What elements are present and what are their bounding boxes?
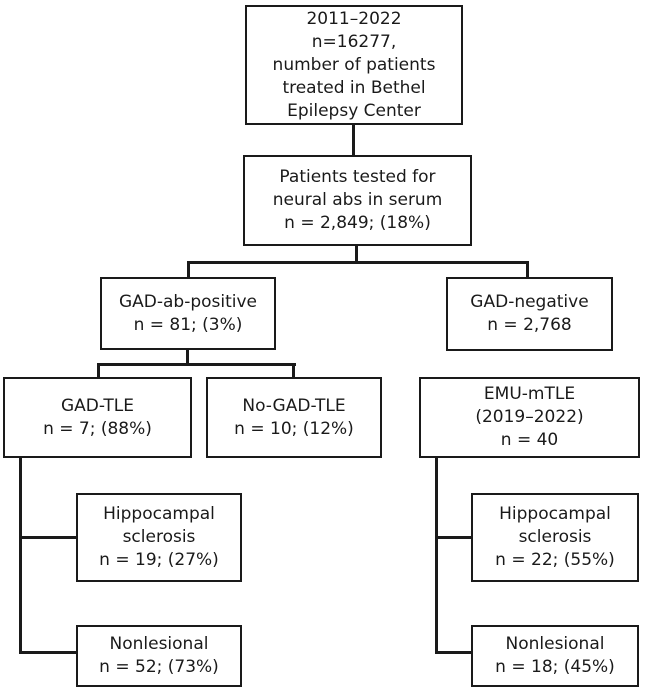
connector-emu-mtle-elbow-vertical	[435, 458, 438, 654]
node-line: sclerosis	[122, 527, 196, 547]
node-line: Epilepsy Center	[287, 100, 421, 121]
connector-split1-to-gad-negative	[526, 261, 529, 277]
node-line: number of patients	[272, 54, 436, 75]
node-line: Nonlesional	[505, 634, 605, 654]
node-line: n = 18; (45%)	[495, 657, 615, 677]
node-line: n = 40	[500, 430, 559, 450]
node-line: n = 52; (73%)	[99, 657, 219, 677]
node-line: EMU-mTLE	[483, 384, 576, 404]
node-tested-for-neural-abs: Patients tested for neural abs in serum …	[243, 155, 472, 246]
node-line: n=16277,	[311, 31, 397, 52]
node-no-gad-tle: No-GAD-TLE n = 10; (12%)	[206, 377, 382, 458]
node-line: (2019–2022)	[475, 407, 584, 427]
node-line: sclerosis	[518, 527, 592, 547]
connector-split1-to-gad-positive	[187, 261, 190, 277]
node-line: treated in Bethel	[282, 77, 426, 98]
node-line: GAD-negative	[470, 292, 589, 312]
connector-gad-tle-elbow-vertical	[19, 458, 22, 654]
node-line: n = 7; (88%)	[43, 418, 152, 439]
connector-root-to-tested	[352, 125, 355, 155]
node-emu-nonlesional: Nonlesional n = 18; (45%)	[471, 625, 639, 687]
node-line: n = 22; (55%)	[495, 550, 615, 570]
connector-split2-horizontal	[97, 363, 296, 366]
connector-emu-mtle-to-hippocampal	[435, 536, 471, 539]
node-gad-negative: GAD-negative n = 2,768	[446, 277, 613, 351]
node-line: Patients tested for	[279, 167, 436, 187]
node-line: No-GAD-TLE	[242, 395, 346, 416]
node-gad-tle: GAD-TLE n = 7; (88%)	[3, 377, 192, 458]
node-emu-hippocampal-sclerosis: Hippocampal sclerosis n = 22; (55%)	[471, 493, 639, 582]
node-line: Nonlesional	[109, 634, 209, 654]
node-line: 2011–2022	[306, 8, 402, 29]
connector-gad-tle-to-nonlesional	[19, 651, 76, 654]
node-line: GAD-TLE	[60, 395, 135, 416]
node-line: n = 81; (3%)	[133, 314, 243, 335]
connector-split2-to-no-gad-tle	[292, 363, 295, 377]
node-line: Hippocampal	[499, 504, 611, 524]
node-line: n = 2,849; (18%)	[284, 213, 431, 233]
node-gad-ab-positive: GAD-ab-positive n = 81; (3%)	[100, 277, 276, 350]
connector-split1-horizontal	[187, 261, 529, 264]
connector-tested-stub	[355, 246, 358, 263]
node-gad-nonlesional: Nonlesional n = 52; (73%)	[76, 625, 242, 687]
node-line: n = 10; (12%)	[234, 418, 354, 439]
node-line: GAD-ab-positive	[118, 291, 258, 312]
connector-split2-to-gad-tle	[97, 363, 100, 377]
node-total-patients: 2011–2022 n=16277, number of patients tr…	[245, 5, 463, 125]
node-gad-hippocampal-sclerosis: Hippocampal sclerosis n = 19; (27%)	[76, 493, 242, 582]
connector-emu-mtle-to-nonlesional	[435, 651, 471, 654]
connector-gad-tle-to-hippocampal	[19, 536, 76, 539]
node-line: n = 19; (27%)	[99, 550, 219, 570]
node-line: neural abs in serum	[272, 190, 443, 210]
node-line: n = 2,768	[487, 315, 572, 335]
node-line: Hippocampal	[103, 504, 215, 524]
node-emu-mtle: EMU-mTLE (2019–2022) n = 40	[419, 377, 640, 458]
connector-gad-positive-stub	[186, 350, 189, 365]
